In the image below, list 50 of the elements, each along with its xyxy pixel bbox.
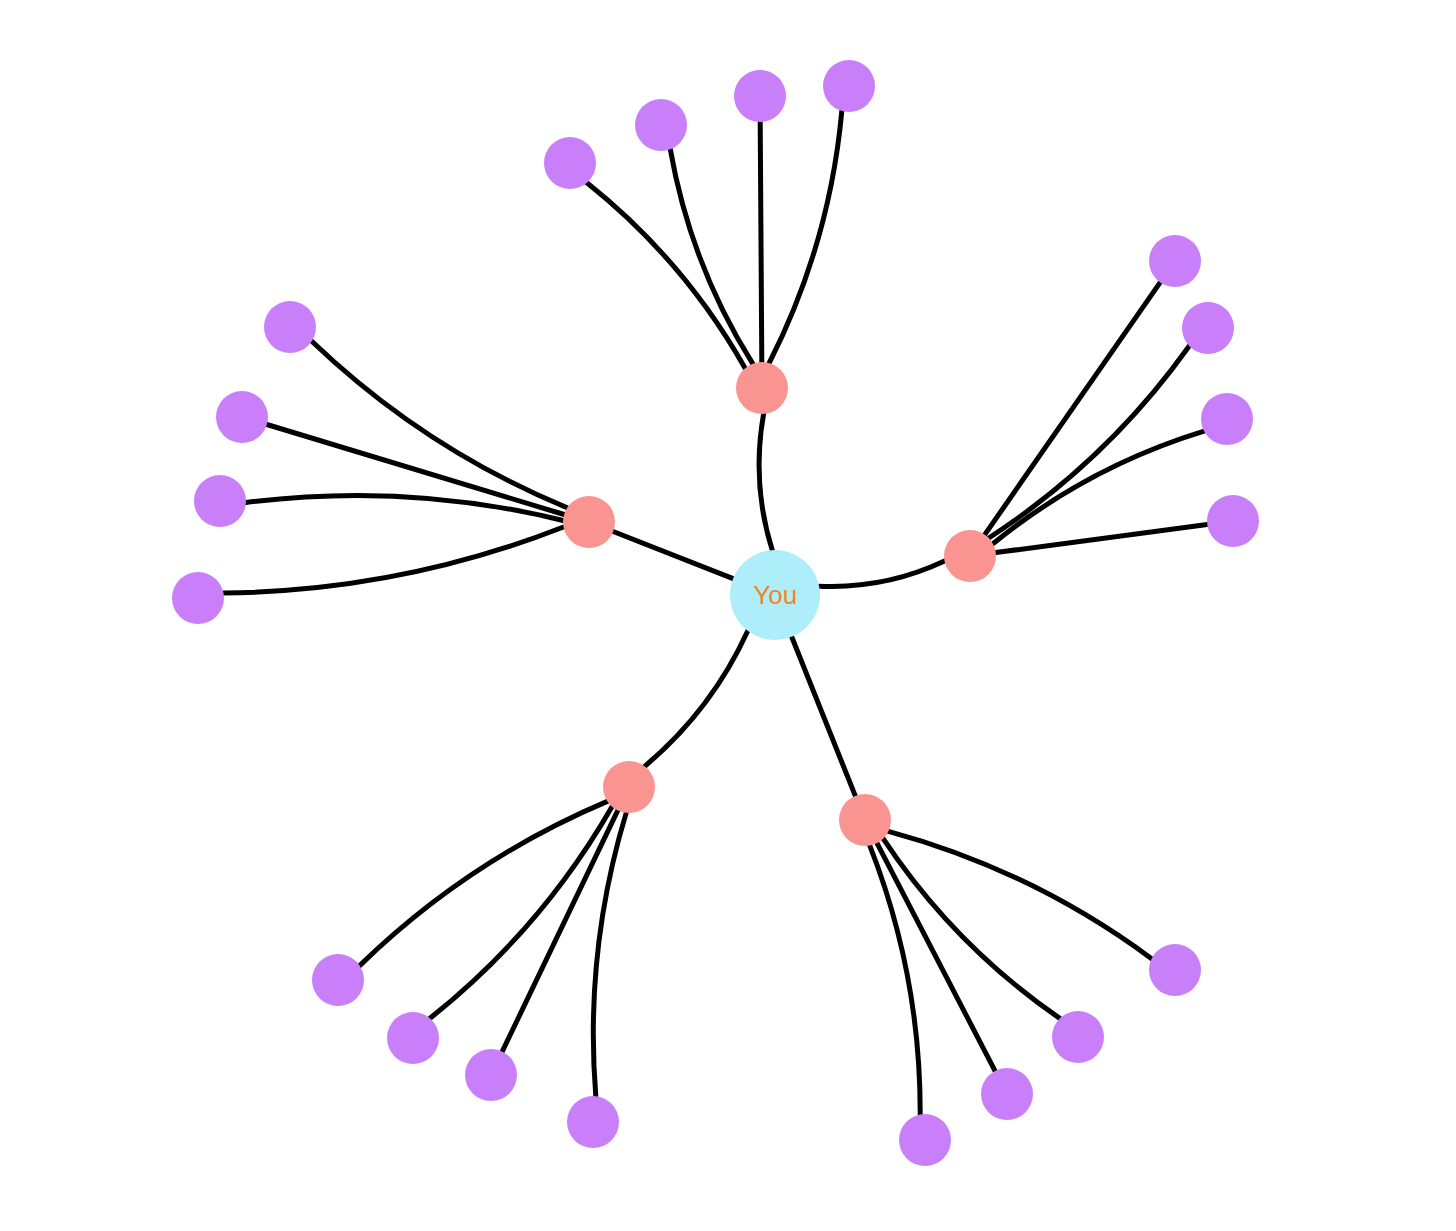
hub-circle xyxy=(736,362,788,414)
leaf-circle xyxy=(567,1096,619,1148)
connector-line xyxy=(264,422,567,517)
connector-line xyxy=(499,807,621,1055)
connector-line xyxy=(986,343,1192,541)
connector-line xyxy=(789,634,858,799)
connector-line xyxy=(993,521,1210,556)
leaf-circle xyxy=(264,301,316,353)
connector-line xyxy=(766,108,845,366)
connector-line xyxy=(867,843,923,1117)
leaf-circle xyxy=(1052,1011,1104,1063)
connector-line xyxy=(427,804,615,1021)
leaf-circle xyxy=(1149,235,1201,287)
connector-line xyxy=(880,836,1063,1021)
hub-circle xyxy=(944,530,996,582)
connector-line xyxy=(757,119,765,365)
leaf-circle xyxy=(194,475,246,527)
connector-line xyxy=(816,558,947,589)
connector-line xyxy=(221,524,566,596)
hub-circle xyxy=(603,761,655,813)
leaf-circle xyxy=(216,391,268,443)
leaf-circle xyxy=(544,137,596,189)
connector-line xyxy=(309,338,570,511)
node-label: You xyxy=(753,579,797,611)
connector-line xyxy=(642,628,751,769)
leaf-circle xyxy=(1149,944,1201,996)
connector-line xyxy=(990,428,1207,547)
leaf-circle xyxy=(1182,302,1234,354)
hub-circle xyxy=(563,496,615,548)
leaf-circle xyxy=(172,572,224,624)
leaf-circle xyxy=(1201,393,1253,445)
connector-line xyxy=(756,411,775,553)
connector-line xyxy=(584,180,748,371)
connector-line xyxy=(357,798,610,969)
leaf-circle xyxy=(465,1049,517,1101)
leaf-circle xyxy=(1207,495,1259,547)
connector-line xyxy=(982,279,1163,538)
connector-line xyxy=(590,810,629,1099)
connector-line xyxy=(610,529,736,582)
leaf-circle xyxy=(981,1068,1033,1120)
connector-line xyxy=(667,146,756,367)
leaf-circle xyxy=(312,954,364,1006)
connector-line xyxy=(885,828,1155,962)
leaf-circle xyxy=(823,60,875,112)
leaf-circle xyxy=(734,70,786,122)
leaf-circle xyxy=(635,99,687,151)
leaf-circle xyxy=(387,1012,439,1064)
connector-line xyxy=(874,840,998,1074)
hub-circle xyxy=(839,794,891,846)
leaf-circle xyxy=(899,1114,951,1166)
